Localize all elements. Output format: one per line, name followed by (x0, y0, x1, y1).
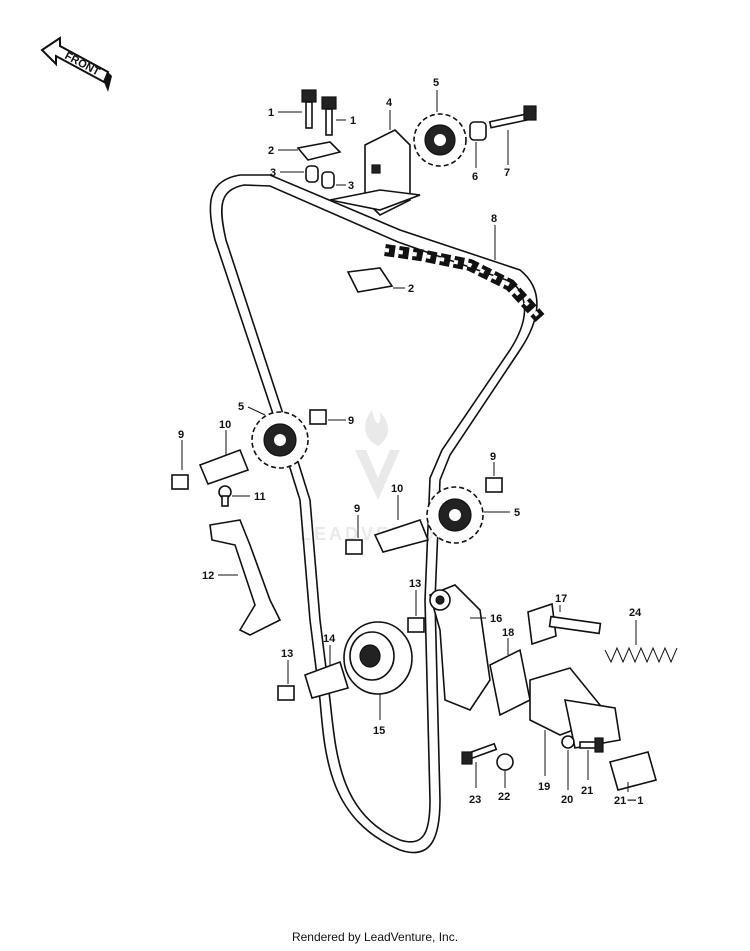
pad-part-9-c (345, 539, 363, 555)
tensioner-arm-part-16 (429, 584, 491, 711)
plate-part-2-lower (346, 267, 394, 293)
guide-part-10-left (198, 448, 250, 486)
label-20: 20 (561, 794, 573, 806)
front-arrow-icon: FRONT (40, 36, 112, 92)
label-21-1: 21－1 (614, 795, 643, 807)
gasket-part-18 (489, 648, 531, 717)
label-5-b: 5 (238, 401, 244, 413)
label-1-a: 1 (268, 107, 274, 119)
part-labels: 1 1 2 2 3 3 4 5 5 5 6 7 8 9 9 9 9 10 10 … (178, 77, 643, 807)
label-17: 17 (555, 593, 567, 605)
label-5-c: 5 (514, 507, 520, 519)
front-label: FRONT (63, 50, 102, 79)
push-rod-part-17 (527, 602, 602, 646)
bolt-part-21 (579, 737, 604, 753)
label-23: 23 (469, 794, 481, 806)
label-7: 7 (504, 167, 510, 179)
spacer-part-6 (469, 121, 487, 141)
label-13-a: 13 (409, 578, 421, 590)
pad-part-9-b (171, 474, 189, 490)
guide-part-10-right (373, 519, 430, 553)
bracket-part-12 (209, 519, 282, 636)
cam-chain-loop (209, 174, 538, 854)
label-10-b: 10 (391, 483, 403, 495)
sprocket-part-5-top (413, 113, 467, 167)
bracket-part-4 (329, 129, 421, 216)
washer-part-20 (561, 735, 575, 749)
label-15: 15 (373, 725, 385, 737)
label-11: 11 (254, 491, 266, 503)
leader-lines (181, 90, 637, 792)
label-14: 14 (323, 633, 336, 645)
pad-part-9-d (485, 477, 503, 493)
pad-part-13-a (407, 617, 425, 633)
label-13-b: 13 (281, 648, 293, 660)
label-1-b: 1 (350, 115, 356, 127)
label-19: 19 (538, 781, 550, 793)
label-16: 16 (490, 613, 502, 625)
tensioner-housing-part-19 (529, 667, 621, 749)
label-9-d: 9 (354, 503, 360, 515)
label-12: 12 (202, 570, 214, 582)
label-21-a: 21 (581, 785, 593, 797)
plate-part-2 (296, 141, 342, 161)
guide-part-14 (304, 660, 350, 699)
nut-part-22 (496, 753, 514, 771)
roller-part-15 (343, 621, 413, 695)
label-8: 8 (491, 213, 497, 225)
label-5-a: 5 (433, 77, 439, 89)
footer-credit: Rendered by LeadVenture, Inc. (291, 930, 459, 944)
plate-part-21-1 (609, 751, 657, 791)
pad-part-13-b (277, 685, 295, 701)
label-3-a: 3 (270, 167, 276, 179)
bolt-part-23 (461, 742, 498, 765)
label-2-a: 2 (268, 145, 274, 157)
bolt-part-1 (301, 89, 337, 136)
sprocket-part-5-right (426, 486, 484, 544)
bolt-part-7 (488, 105, 537, 129)
label-2-b: 2 (408, 283, 414, 295)
cam-chain-part-8 (384, 244, 545, 323)
spring-part-24 (604, 646, 678, 664)
label-24: 24 (629, 607, 642, 619)
label-3-b: 3 (348, 180, 354, 192)
label-6: 6 (472, 171, 478, 183)
label-22: 22 (498, 791, 510, 803)
label-9-c: 9 (490, 451, 496, 463)
label-9-b: 9 (178, 429, 184, 441)
pad-part-9-a (309, 409, 327, 425)
screw-part-11 (218, 485, 232, 507)
sprocket-part-5-left (251, 411, 309, 469)
label-18: 18 (502, 627, 514, 639)
label-9-a: 9 (348, 415, 354, 427)
label-10-a: 10 (219, 419, 231, 431)
label-4: 4 (386, 97, 393, 109)
collar-part-3 (305, 165, 335, 189)
